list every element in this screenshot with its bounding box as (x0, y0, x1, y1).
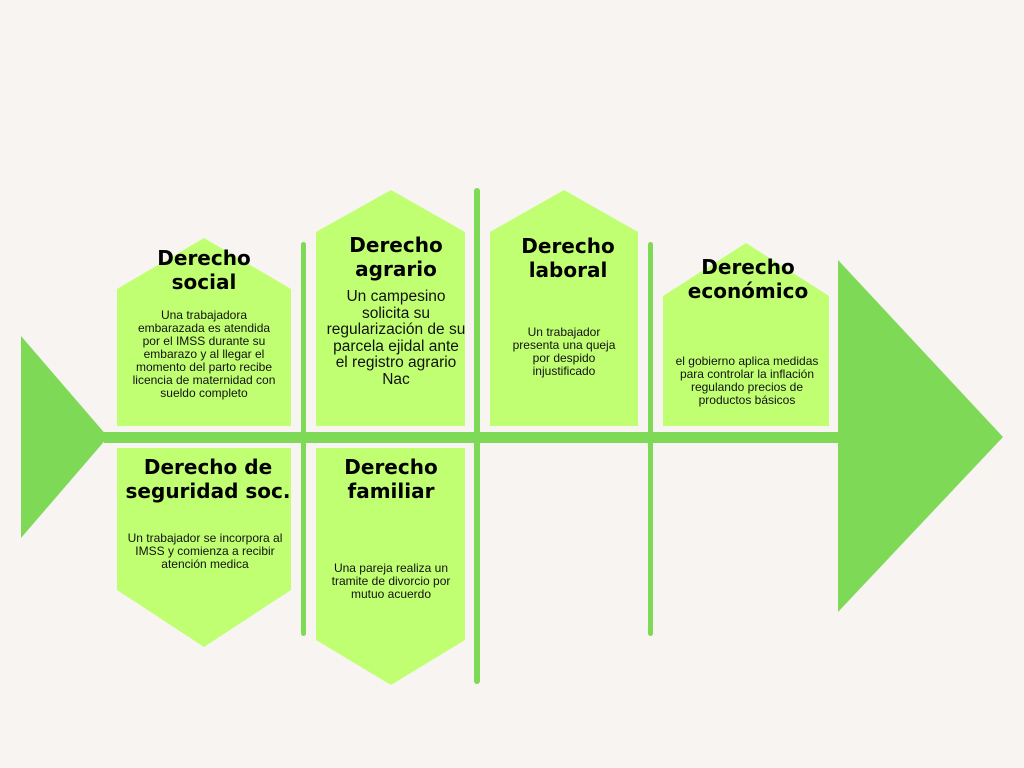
title-derecho-agrario: Derecho agrario (349, 233, 443, 281)
card-derecho-familiar (316, 448, 465, 685)
card-derecho-agrario (316, 190, 465, 426)
title-derecho-economico: Derecho económico (687, 255, 809, 303)
fish-tail (21, 336, 108, 538)
desc-derecho-seguridad: Un trabajador se incorpora al IMSS y com… (127, 531, 283, 571)
desc-derecho-economico: el gobierno aplica medidas para controla… (675, 354, 819, 407)
desc-derecho-agrario: Un campesino solicita su regularización … (326, 288, 466, 388)
title-derecho-laboral: Derecho laboral (521, 234, 615, 282)
card-derecho-social (117, 238, 291, 426)
desc-derecho-familiar: Una pareja realiza un tramite de divorci… (331, 561, 451, 601)
title-derecho-social: Derecho social (157, 246, 251, 294)
title-derecho-seguridad: Derecho de seguridad soc. (125, 455, 291, 503)
spine-line (104, 432, 840, 443)
card-derecho-economico (663, 243, 829, 426)
desc-derecho-laboral: Un trabajador presenta una queja por des… (512, 325, 616, 378)
card-derecho-seguridad (117, 448, 291, 647)
desc-derecho-social: Una trabajadora embarazada es atendida p… (132, 308, 276, 400)
card-derecho-laboral (490, 190, 638, 426)
fish-head (838, 260, 1003, 612)
title-derecho-familiar: Derecho familiar (344, 455, 438, 503)
